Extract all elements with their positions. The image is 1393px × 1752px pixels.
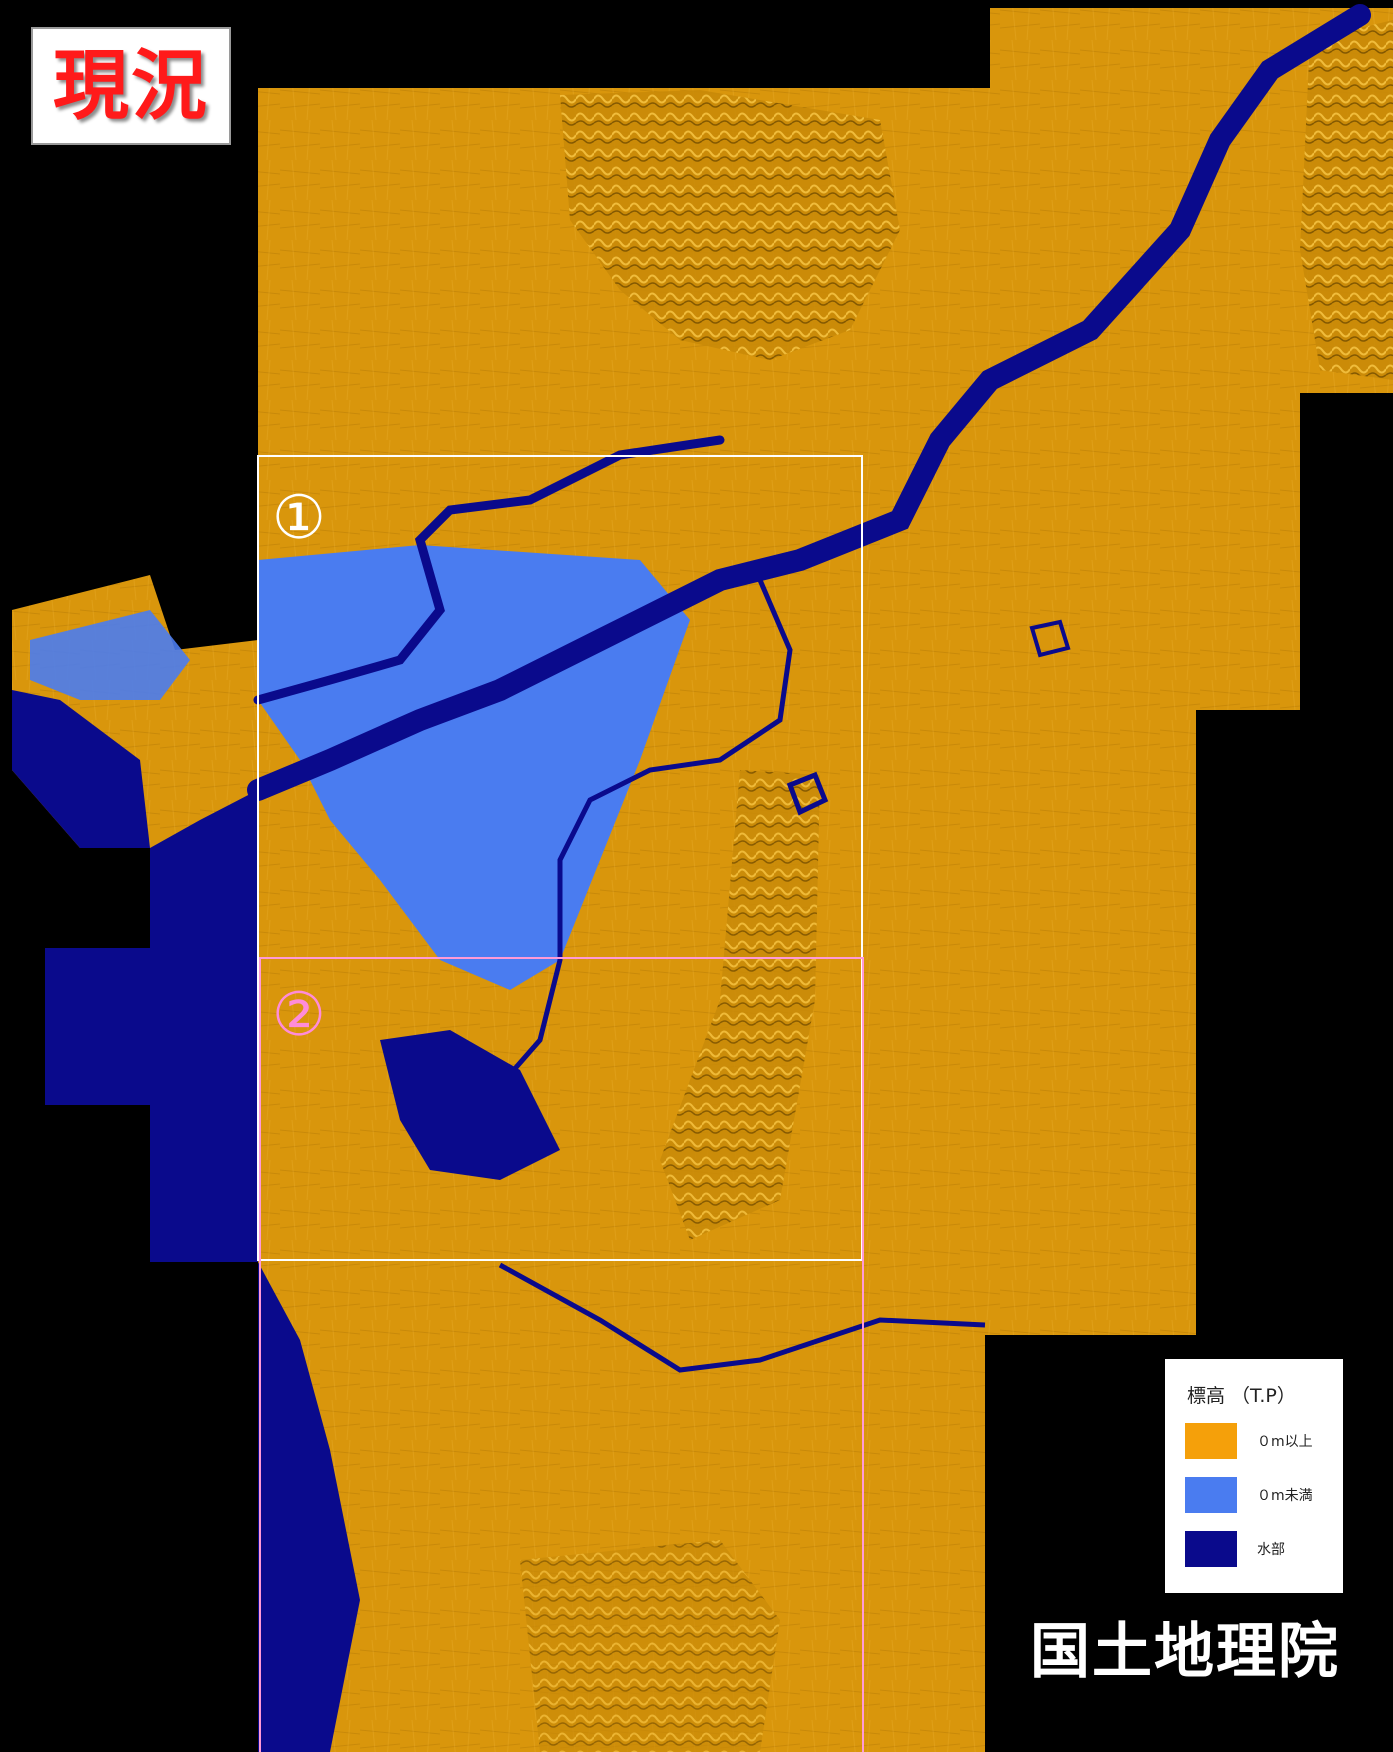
region-1-frame	[257, 455, 863, 1261]
moat-castle	[786, 771, 829, 816]
harbor-docks	[380, 1030, 560, 1180]
legend-label-above-zero: ０m以上	[1257, 1434, 1313, 1450]
legend-label-water: 水部	[1257, 1542, 1285, 1558]
map-title: 現況	[53, 41, 209, 130]
main-river	[247, 4, 1371, 801]
region-2-frame	[259, 957, 864, 1752]
legend: 標高 （T.P） ０m以上 ０m未満 水部	[1165, 1359, 1343, 1593]
legend-label-below-zero: ０m未満	[1257, 1488, 1313, 1504]
small-river-1	[468, 579, 793, 1122]
land-area	[12, 8, 1393, 1752]
tributary-river	[253, 435, 725, 705]
legend-title: 標高 （T.P）	[1187, 1385, 1296, 1407]
west-channel	[12, 690, 150, 848]
harbor-water	[258, 1262, 360, 1752]
legend-swatch-above-zero	[1185, 1423, 1237, 1459]
region-2-label: ②	[272, 980, 326, 1050]
title-box: 現況	[31, 27, 231, 145]
southern-hills	[520, 1540, 780, 1752]
legend-swatch-below-zero	[1185, 1477, 1237, 1513]
legend-item-water: 水部	[1185, 1530, 1343, 1568]
eastern-hills	[1300, 20, 1393, 380]
credit-text: 国土地理院	[1030, 1617, 1340, 1687]
bay-water	[45, 790, 258, 1262]
moat-east	[1029, 619, 1071, 658]
below-sea-level-west	[30, 610, 190, 700]
central-ridge	[660, 770, 820, 1240]
legend-swatch-water	[1185, 1531, 1237, 1567]
legend-item-above-zero: ０m以上	[1185, 1422, 1343, 1460]
northern-hills	[560, 90, 900, 360]
small-river-2	[498, 1262, 986, 1373]
region-1-label: ①	[272, 483, 326, 553]
legend-item-below-zero: ０m未満	[1185, 1476, 1343, 1514]
